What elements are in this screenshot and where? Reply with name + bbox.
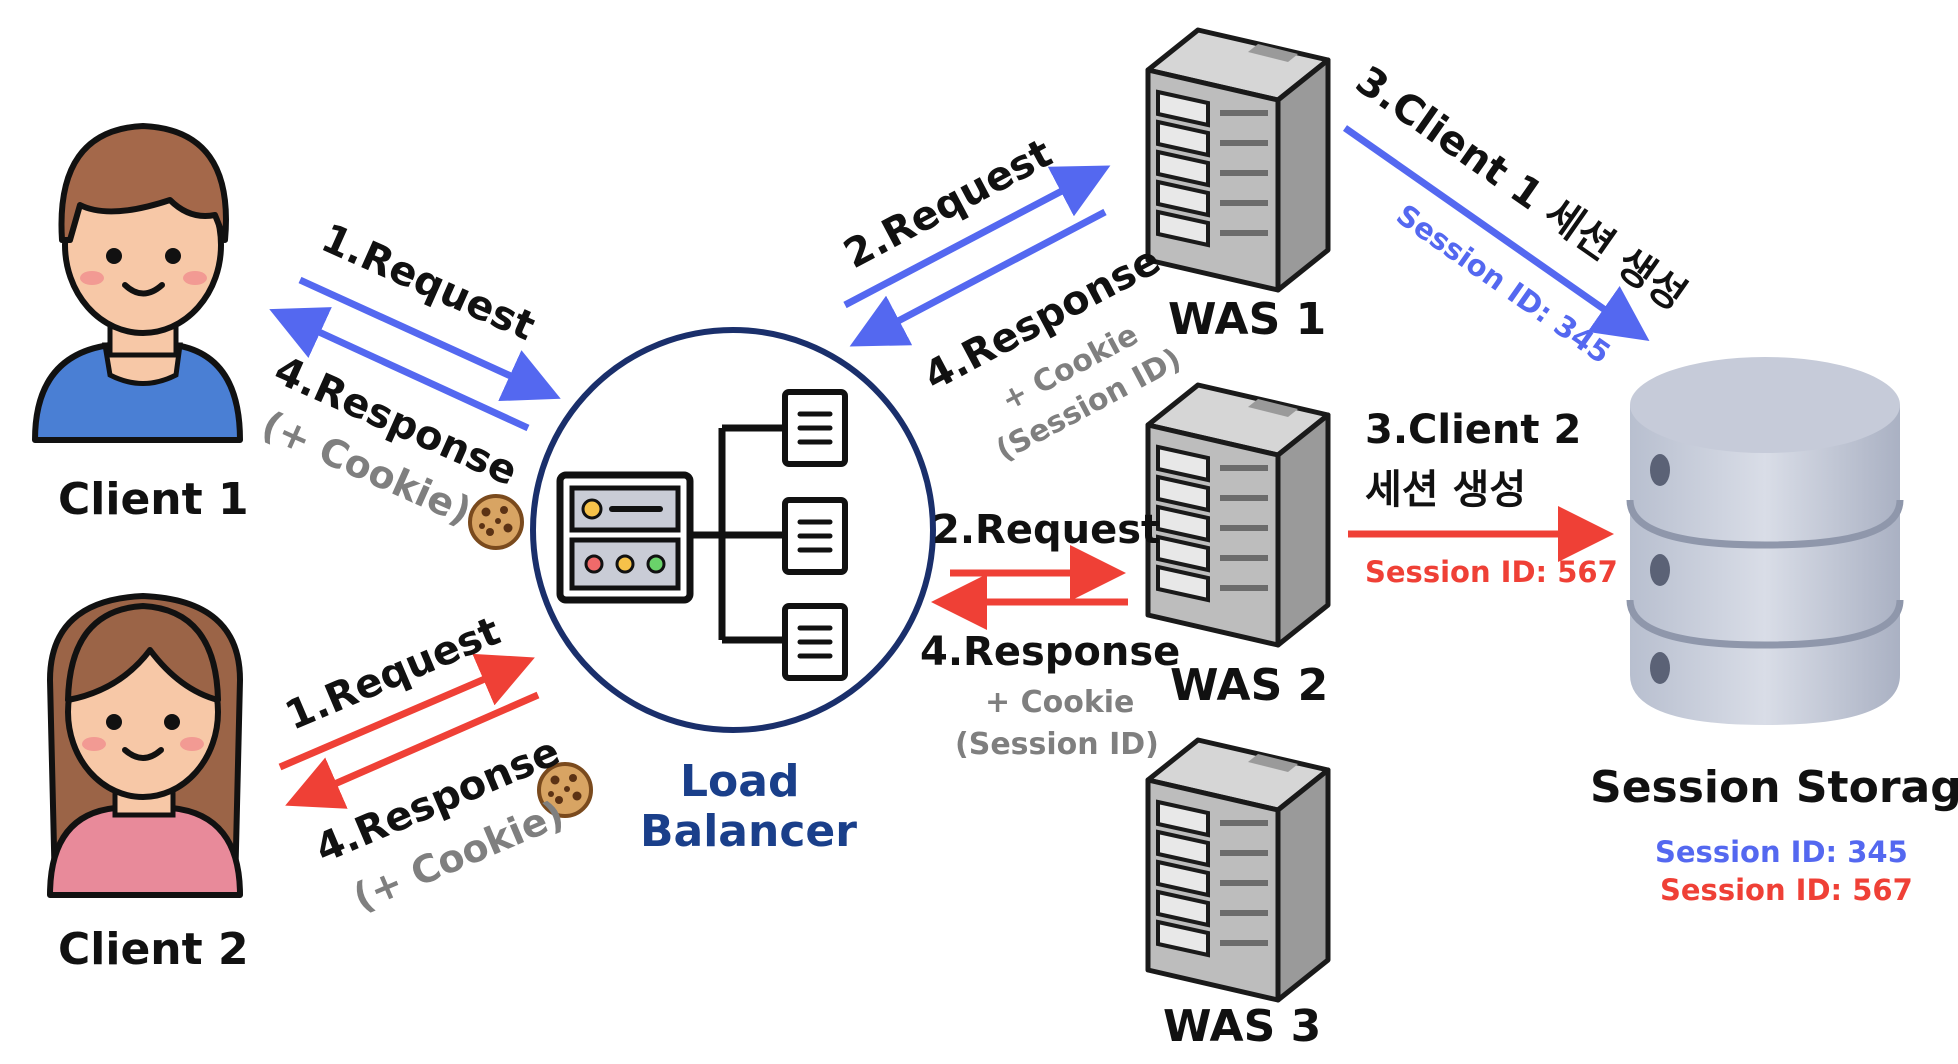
- was1-request-arrow: [843, 165, 1111, 309]
- client1-label: Client 1: [58, 474, 249, 525]
- was1-label: WAS 1: [1168, 294, 1327, 345]
- was1-storage-arrow: [1342, 125, 1650, 342]
- was2-label: WAS 2: [1170, 660, 1329, 711]
- server-tower-icon: [1148, 385, 1328, 645]
- client2-avatar-icon: [47, 593, 243, 898]
- session-storage-label: Session Storage: [1590, 762, 1958, 813]
- was2-cookie-label: + Cookie: [985, 685, 1135, 720]
- cookie-icon: [468, 494, 524, 550]
- load-balancer-label-line1: Load: [680, 756, 800, 807]
- database-icon: [1626, 357, 1904, 725]
- server-tower-icon: [1148, 30, 1328, 290]
- storage-entry-567: Session ID: 567: [1660, 873, 1913, 907]
- load-balancer-icon: [530, 327, 936, 733]
- c2-response-arrow: [285, 691, 540, 809]
- client2-label: Client 2: [58, 924, 249, 975]
- c1-request-arrow: [298, 276, 561, 402]
- storage-entry-345: Session ID: 345: [1655, 835, 1908, 869]
- c1-response-arrow: [269, 307, 530, 432]
- was2-create-label-line2: 세션 생성: [1365, 467, 1527, 513]
- was2-response-label: 4.Response: [920, 629, 1181, 675]
- server-tower-icon: [1148, 740, 1328, 1000]
- was2-session-id-label: Session ID: 567: [1365, 555, 1618, 589]
- client1-avatar-icon: [32, 123, 243, 443]
- was1-response-arrow: [849, 208, 1107, 347]
- was2-session-label: (Session ID): [955, 727, 1159, 762]
- was3-label: WAS 3: [1163, 1001, 1322, 1052]
- load-balancer-label-line2: Balancer: [640, 806, 857, 857]
- c2-request-arrow: [278, 653, 535, 771]
- was2-request-label: 2.Request: [932, 507, 1161, 553]
- was2-create-label-line1: 3.Client 2: [1365, 407, 1582, 453]
